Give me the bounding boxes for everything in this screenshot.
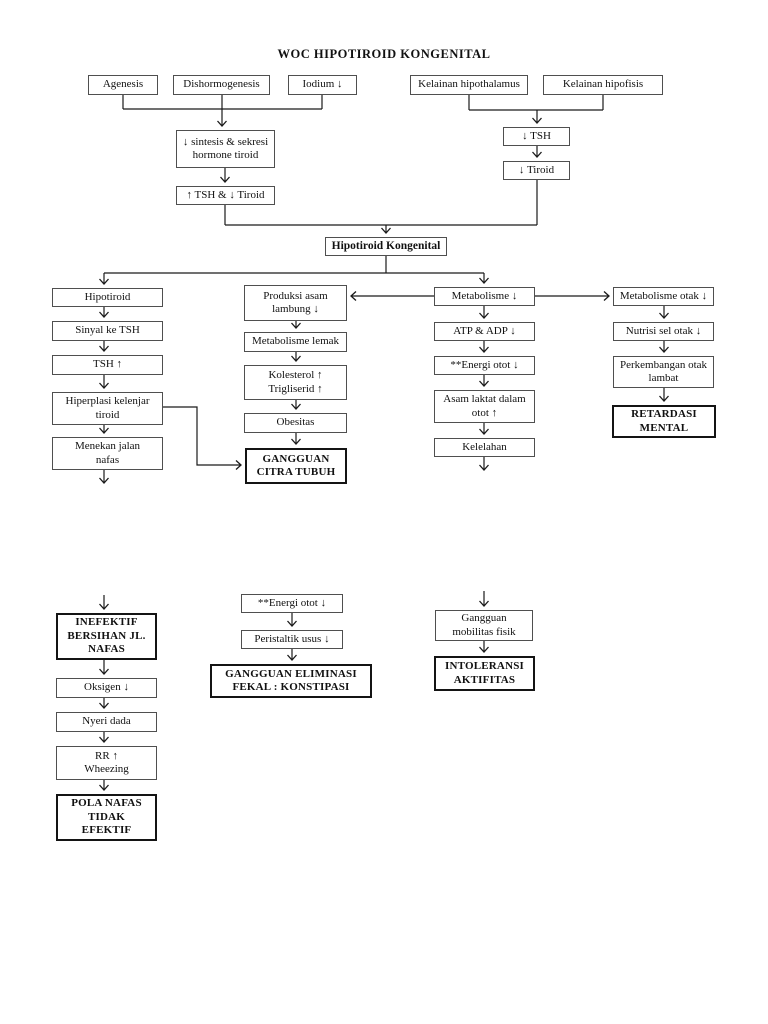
node-tsh-turun: ↓ TSH: [503, 127, 570, 146]
node-dishormogenesis: Dishormogenesis: [173, 75, 270, 95]
node-kolesterol-trigliserid: Kolesterol ↑ Trigliserid ↑: [244, 365, 347, 400]
node-nutrisi-sel-otak: Nutrisi sel otak ↓: [613, 322, 714, 341]
node-metabolisme-otak: Metabolisme otak ↓: [613, 287, 714, 306]
node-inefektif-bersihan-jalan-nafas: INEFEKTIF BERSIHAN JL. NAFAS: [56, 613, 157, 660]
node-perkembangan-otak: Perkembangan otak lambat: [613, 356, 714, 388]
node-gangguan-eliminasi-fekal: GANGGUAN ELIMINASI FEKAL : KONSTIPASI: [210, 664, 372, 698]
node-metabolisme-turun: Metabolisme ↓: [434, 287, 535, 306]
node-tiroid-turun: ↓ Tiroid: [503, 161, 570, 180]
page-title: WOC HIPOTIROID KONGENITAL: [277, 47, 491, 61]
node-tsh-dan-tiroid: ↑ TSH & ↓ Tiroid: [176, 186, 275, 205]
node-hiperplasi-kelenjar-tiroid: Hiperplasi kelenjar tiroid: [52, 392, 163, 425]
node-oksigen: Oksigen ↓: [56, 678, 157, 698]
node-kelainan-hipofisis: Kelainan hipofisis: [543, 75, 663, 95]
node-rr-wheezing: RR ↑ Wheezing: [56, 746, 157, 780]
node-gangguan-mobilitas-fisik: Gangguan mobilitas fisik: [435, 610, 533, 641]
node-tsh-naik: TSH ↑: [52, 355, 163, 375]
node-obesitas: Obesitas: [244, 413, 347, 433]
node-agenesis: Agenesis: [88, 75, 158, 95]
node-iodium: Iodium ↓: [288, 75, 357, 95]
node-menekan-jalan-nafas: Menekan jalan nafas: [52, 437, 163, 470]
node-kelelahan: Kelelahan: [434, 438, 535, 457]
node-nyeri-dada: Nyeri dada: [56, 712, 157, 732]
node-metabolisme-lemak: Metabolisme lemak: [244, 332, 347, 352]
node-kelainan-hipothalamus: Kelainan hipothalamus: [410, 75, 528, 95]
node-sintesis-sekresi: ↓ sintesis & sekresi hormone tiroid: [176, 130, 275, 168]
node-hipotiroid-kongenital: Hipotiroid Kongenital: [325, 237, 447, 256]
node-energi-otot: **Energi otot ↓: [434, 356, 535, 375]
node-sinyal-ke-tsh: Sinyal ke TSH: [52, 321, 163, 341]
node-intoleransi-aktifitas: INTOLERANSI AKTIFITAS: [434, 656, 535, 691]
node-energi-otot-2: **Energi otot ↓: [241, 594, 343, 613]
node-atp-adp: ATP & ADP ↓: [434, 322, 535, 341]
node-produksi-asam-lambung: Produksi asam lambung ↓: [244, 285, 347, 321]
node-peristaltik-usus: Peristaltik usus ↓: [241, 630, 343, 649]
node-pola-nafas-tidak-efektif: POLA NAFAS TIDAK EFEKTIF: [56, 794, 157, 841]
node-gangguan-citra-tubuh: GANGGUAN CITRA TUBUH: [245, 448, 347, 484]
node-hipotiroid: Hipotiroid: [52, 288, 163, 307]
node-retardasi-mental: RETARDASI MENTAL: [612, 405, 716, 438]
node-asam-laktat: Asam laktat dalam otot ↑: [434, 390, 535, 423]
